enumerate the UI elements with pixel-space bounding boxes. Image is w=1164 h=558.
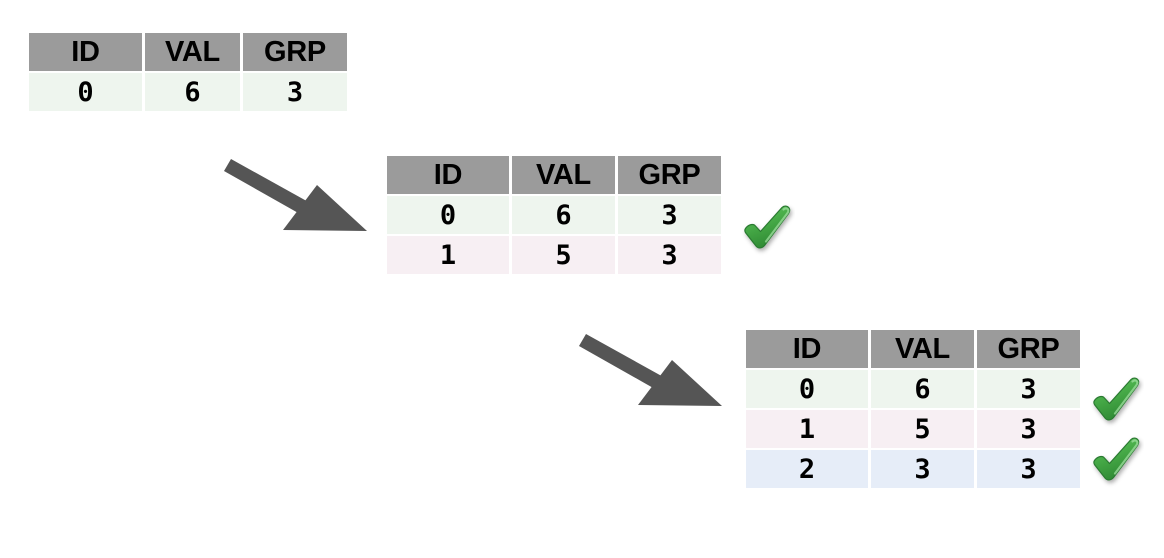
cell-val: 6 [512, 196, 615, 234]
column-header-id: ID [29, 33, 142, 71]
cell-val: 5 [871, 410, 974, 448]
cell-grp: 3 [618, 236, 721, 274]
column-header-grp: GRP [618, 156, 721, 194]
cell-val: 6 [145, 73, 240, 111]
cell-id: 2 [746, 450, 868, 488]
table-2: ID VAL GRP 0 6 3 1 5 3 [384, 154, 724, 276]
cell-id: 1 [746, 410, 868, 448]
table-row: 1 5 3 [746, 410, 1080, 448]
column-header-val: VAL [512, 156, 615, 194]
cell-id: 0 [387, 196, 509, 234]
table-1: ID VAL GRP 0 6 3 [26, 31, 350, 113]
column-header-id: ID [746, 330, 868, 368]
cell-grp: 3 [618, 196, 721, 234]
column-header-val: VAL [145, 33, 240, 71]
cell-id: 0 [746, 370, 868, 408]
cell-val: 5 [512, 236, 615, 274]
table-row: 0 6 3 [746, 370, 1080, 408]
cell-id: 1 [387, 236, 509, 274]
table-row: 1 5 3 [387, 236, 721, 274]
green-check-icon [1088, 372, 1144, 433]
cell-val: 6 [871, 370, 974, 408]
table-row: 0 6 3 [29, 73, 347, 111]
column-header-id: ID [387, 156, 509, 194]
table-header-row: ID VAL GRP [29, 33, 347, 71]
arrow-down-right-icon [577, 333, 742, 438]
column-header-val: VAL [871, 330, 974, 368]
cell-grp: 3 [977, 410, 1080, 448]
green-check-icon [1088, 432, 1144, 493]
arrow-down-right-icon [222, 158, 387, 263]
cell-grp: 3 [243, 73, 347, 111]
table-row: 2 3 3 [746, 450, 1080, 488]
table-header-row: ID VAL GRP [746, 330, 1080, 368]
table-header-row: ID VAL GRP [387, 156, 721, 194]
green-check-icon [739, 200, 795, 261]
cell-id: 0 [29, 73, 142, 111]
column-header-grp: GRP [243, 33, 347, 71]
table-row: 0 6 3 [387, 196, 721, 234]
cell-val: 3 [871, 450, 974, 488]
cell-grp: 3 [977, 450, 1080, 488]
cell-grp: 3 [977, 370, 1080, 408]
column-header-grp: GRP [977, 330, 1080, 368]
table-3: ID VAL GRP 0 6 3 1 5 3 2 3 3 [743, 328, 1083, 490]
